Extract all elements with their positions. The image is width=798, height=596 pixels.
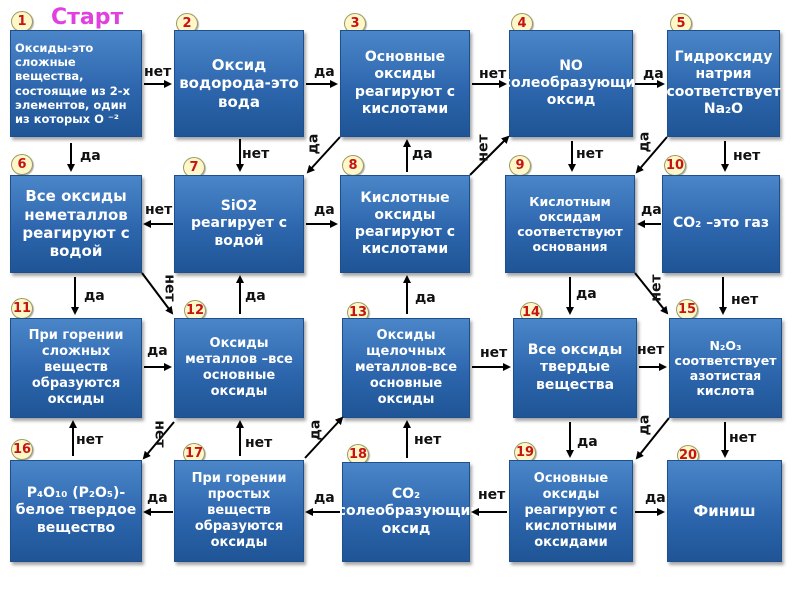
label-da: да	[147, 343, 168, 359]
arrow-9-15	[634, 272, 669, 315]
arrow-15-19	[635, 417, 670, 460]
step-box-12: Оксиды металлов –все основные оксиды	[174, 318, 304, 418]
step-box-20: Финиш	[667, 460, 782, 562]
step-box-2: Оксид водорода-это вода	[174, 30, 304, 137]
label-nyet: нет	[475, 134, 492, 162]
arrow-6-12	[141, 272, 174, 315]
label-nyet: нет	[733, 148, 761, 164]
step-number-18: 18	[347, 444, 369, 465]
step-box-15: N₂O₃ соответствует азотистая кислота	[669, 318, 782, 418]
step-number-14: 14	[520, 302, 542, 323]
step-box-13: Оксиды щелочных металлов-все основные ок…	[342, 318, 470, 418]
label-nyet: нет	[637, 342, 665, 358]
arrow-3-7	[306, 136, 341, 174]
label-nyet: нет	[478, 487, 506, 503]
step-number-6: 6	[11, 154, 33, 175]
step-box-3: Основные оксиды реагируют с кислотами	[340, 30, 470, 137]
label-da: да	[643, 66, 664, 82]
arrow-17-13	[304, 416, 344, 459]
start-title: Старт	[51, 5, 124, 30]
label-da: да	[636, 414, 653, 436]
label-nyet: нет	[729, 430, 757, 446]
label-da: да	[314, 64, 335, 80]
label-da: да	[577, 434, 598, 450]
arrow-5-9	[635, 136, 668, 174]
label-da: да	[305, 133, 322, 155]
label-da: да	[645, 490, 666, 506]
label-nyet: нет	[161, 274, 178, 302]
step-box-10: CO₂ –это газ	[662, 175, 780, 273]
label-da: да	[245, 288, 266, 304]
label-da: да	[415, 290, 436, 306]
label-da: да	[576, 286, 597, 302]
label-da: да	[641, 202, 662, 218]
label-nyet: нет	[144, 64, 172, 80]
label-nyet: нет	[245, 435, 273, 451]
label-nyet: нет	[414, 432, 442, 448]
label-nyet: нет	[76, 432, 104, 448]
label-da: да	[84, 288, 105, 304]
label-da: да	[80, 148, 101, 164]
label-da: да	[147, 490, 168, 506]
step-box-18: CO₂ -солеобразующий оксид	[332, 462, 480, 562]
label-nyet: нет	[151, 420, 168, 448]
step-box-11: При горении сложных веществ образуются о…	[10, 318, 142, 418]
arrow-8-4	[469, 135, 510, 176]
step-box-7: SiO2 реагирует с водой	[174, 175, 304, 273]
label-nyet: нет	[479, 66, 507, 82]
step-box-14: Все оксиды твердые вещества	[513, 318, 637, 418]
label-nyet: нет	[145, 202, 173, 218]
step-box-19: Основные оксиды реагируют с кислотными о…	[509, 460, 633, 562]
step-box-4: NO -солеобразующий оксид	[497, 30, 645, 137]
label-da: да	[412, 146, 433, 162]
label-nyet: нет	[648, 274, 665, 302]
label-da: да	[314, 490, 335, 506]
label-da: да	[307, 419, 324, 441]
step-box-16: P₄O₁₀ (P₂O₅)-белое твердое вещество	[10, 460, 142, 562]
step-number-10: 10	[664, 155, 686, 176]
step-box-9: Кислотным оксидам соответствуют основани…	[505, 175, 635, 273]
label-nyet: нет	[731, 292, 759, 308]
step-box-17: При горении простых веществ образуются о…	[174, 460, 304, 562]
step-number-11: 11	[11, 298, 33, 319]
arrow-12-16	[142, 421, 175, 460]
label-da: да	[636, 131, 653, 153]
step-number-16: 16	[11, 439, 33, 460]
label-nyet: нет	[242, 146, 270, 162]
step-number-15: 15	[676, 299, 698, 320]
step-box-6: Все оксиды неметаллов реагируют с водой	[10, 175, 142, 273]
label-da: да	[314, 202, 335, 218]
label-nyet: нет	[480, 345, 508, 361]
label-nyet: нет	[576, 146, 604, 162]
step-box-8: Кислотные оксиды реагируют с кислотами	[340, 175, 470, 273]
step-box-1: Оксиды-это сложные вещества, состоящие и…	[10, 30, 142, 137]
step-number-19: 19	[514, 442, 536, 463]
step-box-5: Гидроксиду натрия соответствует Na₂O	[666, 30, 781, 137]
